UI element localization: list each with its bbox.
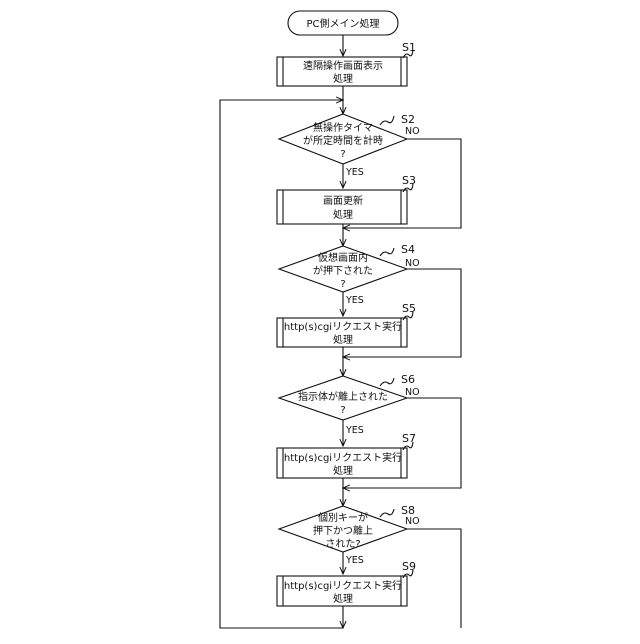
s6-no-label: NO bbox=[405, 387, 420, 398]
s4-yes-label: YES bbox=[345, 295, 364, 306]
process-s3: 画面更新 処理 bbox=[277, 190, 407, 224]
s4-line-2: が押下された bbox=[313, 264, 373, 277]
decision-s8: 個別キーが 押下かつ離上 された? bbox=[279, 506, 407, 552]
s8-yes-label: YES bbox=[345, 555, 364, 566]
s6-line-1: 指示体が離上された bbox=[298, 390, 388, 403]
process-s1: 遠隔操作画面表示 処理 bbox=[277, 57, 407, 86]
s3-line-1: 画面更新 bbox=[323, 194, 363, 207]
s7-id: S7 bbox=[402, 432, 416, 445]
s4-no-label: NO bbox=[405, 258, 420, 269]
start-label: PC側メイン処理 bbox=[306, 17, 379, 30]
s7-line-2: 処理 bbox=[333, 464, 353, 477]
s3-id: S3 bbox=[402, 174, 416, 187]
s8-line-3: された? bbox=[325, 538, 360, 550]
process-s5: http(s)cgiリクエスト実行 処理 bbox=[277, 318, 407, 347]
s6-id: S6 bbox=[401, 373, 415, 386]
s2-no-label: NO bbox=[405, 126, 420, 137]
s6-line-2: ? bbox=[340, 405, 345, 416]
s9-line-2: 処理 bbox=[333, 592, 353, 605]
s2-yes-label: YES bbox=[345, 167, 364, 178]
s4-id: S4 bbox=[401, 243, 415, 256]
s6-yes-label: YES bbox=[345, 425, 364, 436]
s2-id: S2 bbox=[401, 113, 415, 126]
process-s9: http(s)cgiリクエスト実行 処理 bbox=[277, 576, 407, 606]
s4-line-3: ? bbox=[340, 279, 345, 290]
s1-line-1: 遠隔操作画面表示 bbox=[303, 59, 383, 72]
s7-line-1: http(s)cgiリクエスト実行 bbox=[284, 451, 402, 464]
s2-line-2: が所定時間を計時 bbox=[303, 134, 383, 147]
s8-no-label: NO bbox=[405, 516, 420, 527]
s3-line-2: 処理 bbox=[333, 208, 353, 221]
s4-line-1: 仮想画面内 bbox=[318, 251, 368, 264]
s9-id: S9 bbox=[402, 560, 416, 573]
s9-line-1: http(s)cgiリクエスト実行 bbox=[284, 579, 402, 592]
s2-line-1: 無操作タイマ bbox=[313, 121, 373, 134]
s8-line-2: 押下かつ離上 bbox=[313, 524, 373, 537]
start-terminal: PC側メイン処理 bbox=[288, 11, 398, 35]
s2-line-3: ? bbox=[340, 149, 345, 160]
s5-line-1: http(s)cgiリクエスト実行 bbox=[284, 320, 402, 333]
s1-id: S1 bbox=[402, 41, 416, 54]
s5-id: S5 bbox=[402, 302, 416, 315]
s5-line-2: 処理 bbox=[333, 333, 353, 346]
step-labels: S1 S2 S3 S4 S5 S6 S7 S8 S9 bbox=[380, 41, 416, 578]
s8-line-1: 個別キーが bbox=[318, 511, 368, 524]
s1-line-2: 処理 bbox=[333, 72, 353, 85]
process-s7: http(s)cgiリクエスト実行 処理 bbox=[277, 448, 407, 478]
